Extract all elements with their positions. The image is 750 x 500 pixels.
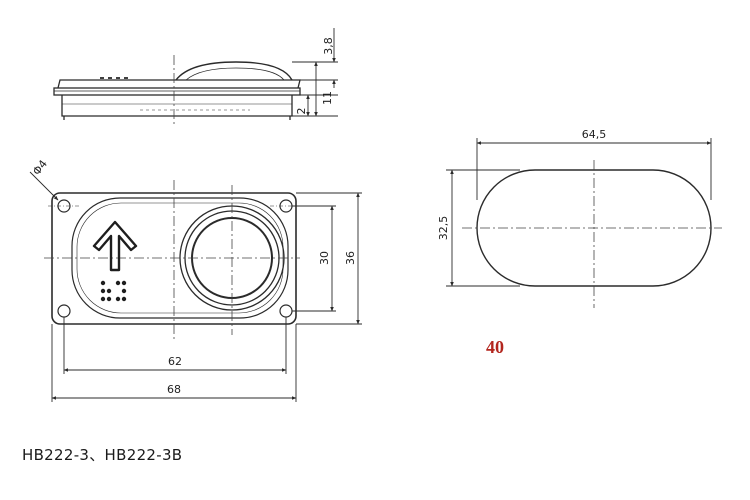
model-caption: HB222-3、HB222-3B: [22, 446, 183, 464]
dim-outer-height: 36: [344, 251, 357, 265]
dim-top-height: 3,8: [322, 37, 335, 55]
page-number: 40: [486, 337, 504, 357]
cap-dimensions: [446, 138, 712, 287]
hole-leader: [29, 171, 59, 201]
dim-base-height: 2: [295, 108, 308, 115]
dim-cap-width: 64,5: [582, 128, 607, 141]
up-arrow-icon: [92, 220, 138, 272]
front-view: [44, 180, 300, 340]
dim-inner-height: 30: [318, 251, 331, 265]
dim-inner-width: 62: [168, 355, 182, 368]
side-view: [53, 55, 301, 126]
front-horizontal-dimensions: [51, 317, 297, 402]
dim-side-height: 11: [321, 91, 334, 105]
dim-cap-height: 32,5: [437, 216, 450, 241]
braille-icon: [100, 280, 127, 302]
dim-outer-width: 68: [167, 383, 181, 396]
front-vertical-dimensions: [292, 192, 362, 325]
side-dimensions: [292, 28, 338, 117]
cap-view: [462, 160, 722, 308]
